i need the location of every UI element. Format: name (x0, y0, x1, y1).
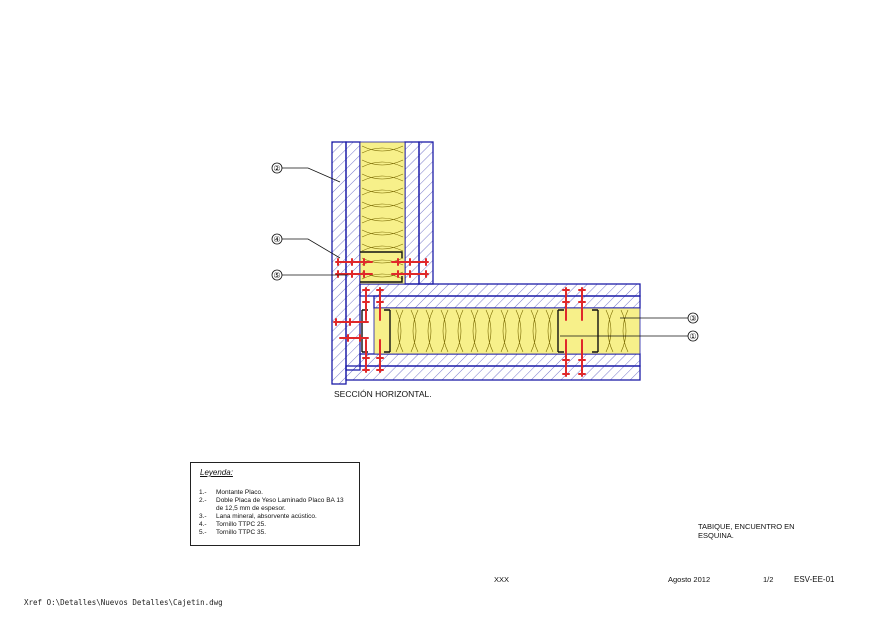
xref-path: Xref O:\Detalles\Nuevos Detalles\Cajetin… (24, 598, 223, 607)
horizontal-wall-boards-bottom (345, 353, 641, 381)
legend-item: 2.- Doble Placa de Yeso Laminado Placo B… (199, 497, 344, 512)
wool-wave (620, 309, 629, 353)
wool-wave (530, 309, 539, 353)
legend-item: 5.- Tornillo TTPC 35. (199, 529, 267, 536)
callout-3: ③ (620, 312, 699, 324)
wool-wave (470, 309, 479, 353)
date-label: Agosto 2012 (668, 575, 711, 584)
svg-text:③: ③ (689, 314, 696, 323)
svg-text:①: ① (689, 332, 696, 341)
vertical-wall-boards-inner (404, 141, 434, 285)
svg-text:⑤: ⑤ (273, 271, 280, 280)
legend-box: Leyenda: 1.- Montante Placo. 2.- Doble P… (190, 462, 360, 546)
wool-wave (361, 173, 404, 182)
wool-wave (361, 187, 404, 196)
wool-wave (440, 309, 449, 353)
wool-wave (395, 309, 404, 353)
svg-text:④: ④ (273, 235, 280, 244)
wool-wave (361, 145, 404, 154)
callout-1: ① (560, 330, 699, 342)
legend-item: 3.- Lana mineral, absorvente acústico. (199, 513, 317, 520)
wool-wave (455, 309, 464, 353)
svg-text:②: ② (273, 164, 280, 173)
wool-wave (425, 309, 434, 353)
wool-wave (361, 201, 404, 210)
legend-item: 1.- Montante Placo. (199, 489, 263, 496)
callout-4: ④ (271, 233, 341, 259)
screws (333, 258, 586, 377)
wool-wave (361, 229, 404, 238)
horizontal-wall-boards-top (359, 283, 641, 309)
callout-5: ⑤ (271, 269, 348, 281)
section-caption: SECCIÓN HORIZONTAL. (334, 389, 432, 399)
scale-label: XXX (494, 575, 510, 584)
wool-wave (361, 215, 404, 224)
callout-2: ② (271, 162, 341, 183)
wool-wave (361, 159, 404, 168)
drawing-title: TABIQUE, ENCUENTRO EN ESQUINA. (698, 522, 795, 540)
wool-wave (361, 257, 404, 266)
sheet-number: 1/2 (763, 575, 774, 584)
stud-vertical-wall (360, 251, 403, 283)
drawing-code: ESV-EE-01 (794, 575, 835, 584)
legend-list: 1.- Montante Placo. 2.- Doble Placa de Y… (199, 489, 344, 537)
wool-wave (500, 309, 509, 353)
legend-item: 4.- Tornillo TTPC 25. (199, 521, 267, 528)
wool-wave (410, 309, 419, 353)
stud-horizontal-wall (557, 309, 599, 353)
horizontal-mineral-wool (373, 307, 641, 355)
wool-wave (515, 309, 524, 353)
wool-wave (605, 309, 614, 353)
wool-wave (361, 243, 404, 252)
wool-wave (485, 309, 494, 353)
legend-title: Leyenda: (200, 468, 233, 477)
wool-wave (545, 309, 554, 353)
